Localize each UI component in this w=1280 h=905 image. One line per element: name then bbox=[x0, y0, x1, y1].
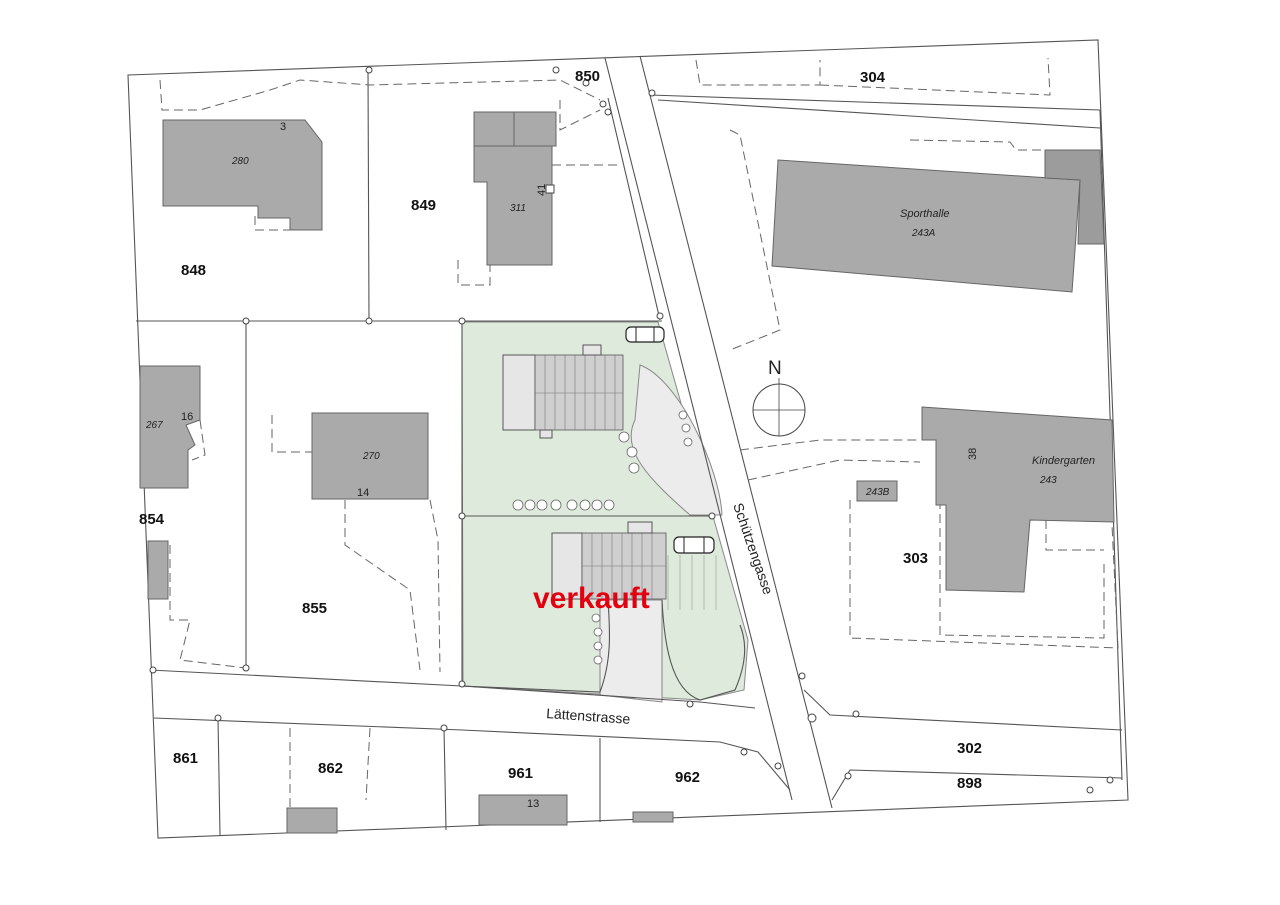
building-number-267: 267 bbox=[145, 420, 163, 431]
house-number-3: 3 bbox=[280, 121, 286, 133]
parcel-855: 855 bbox=[302, 600, 327, 617]
upper-road-edge bbox=[649, 94, 1101, 111]
new-building-north bbox=[502, 344, 624, 439]
parcel-854: 854 bbox=[139, 511, 165, 528]
parcel-962: 962 bbox=[675, 769, 700, 786]
building-number-243: 243 bbox=[1039, 475, 1057, 486]
parcel-861: 861 bbox=[173, 750, 198, 767]
parcel-898: 898 bbox=[957, 775, 982, 792]
building-243b bbox=[856, 480, 898, 502]
building-bottom-left bbox=[147, 540, 169, 600]
building-311 bbox=[473, 111, 557, 266]
building-270 bbox=[311, 412, 429, 500]
schuetzengasse-road bbox=[604, 55, 833, 809]
parcel-302: 302 bbox=[957, 740, 982, 757]
building-number-280: 280 bbox=[231, 156, 249, 167]
building-sporthalle-annex bbox=[1044, 149, 1105, 245]
parcel-303: 303 bbox=[903, 550, 928, 567]
car-south bbox=[673, 536, 715, 554]
parcel-849: 849 bbox=[411, 197, 436, 214]
kindergarten-label: Kindergarten bbox=[1032, 455, 1095, 467]
upper-road-edge-2 bbox=[657, 99, 1101, 129]
street-laettenstrasse: Lättenstrasse bbox=[546, 705, 631, 727]
upper-court bbox=[630, 364, 723, 516]
sold-overlay-label: verkauft bbox=[533, 582, 650, 615]
building-243 bbox=[921, 406, 1115, 593]
house-number-41: 41 bbox=[536, 184, 548, 196]
parking-stripes bbox=[667, 555, 717, 610]
parcel-850: 850 bbox=[575, 68, 600, 85]
survey-markers bbox=[149, 66, 1114, 794]
building-number-243a: 243A bbox=[911, 228, 936, 239]
laettenstrasse-road bbox=[149, 669, 1123, 801]
building-13 bbox=[478, 794, 568, 826]
parcel-862: 862 bbox=[318, 760, 343, 777]
building-bottom-3 bbox=[632, 811, 674, 823]
building-267 bbox=[139, 365, 201, 489]
building-number-243b: 243B bbox=[865, 487, 890, 498]
parcel-848: 848 bbox=[181, 262, 206, 279]
building-sporthalle bbox=[771, 159, 1081, 293]
house-number-16: 16 bbox=[181, 411, 193, 423]
building-number-270: 270 bbox=[362, 451, 380, 462]
building-bottom-1 bbox=[286, 807, 338, 834]
path-curve-west bbox=[461, 599, 611, 693]
house-number-14: 14 bbox=[357, 487, 369, 499]
new-building-south bbox=[551, 521, 667, 600]
building-280 bbox=[162, 119, 323, 231]
parcel-304: 304 bbox=[860, 69, 886, 86]
building-number-311: 311 bbox=[510, 203, 526, 214]
north-arrow bbox=[752, 378, 806, 437]
north-label: N bbox=[768, 358, 782, 379]
tree-row bbox=[512, 410, 693, 665]
dashed-boundaries bbox=[159, 57, 1119, 820]
path-curve-east bbox=[661, 599, 746, 701]
house-number-38: 38 bbox=[967, 448, 979, 460]
sporthalle-label: Sporthalle bbox=[900, 208, 950, 220]
car-north bbox=[625, 326, 665, 343]
parcel-961: 961 bbox=[508, 765, 533, 782]
house-number-13: 13 bbox=[527, 798, 539, 810]
